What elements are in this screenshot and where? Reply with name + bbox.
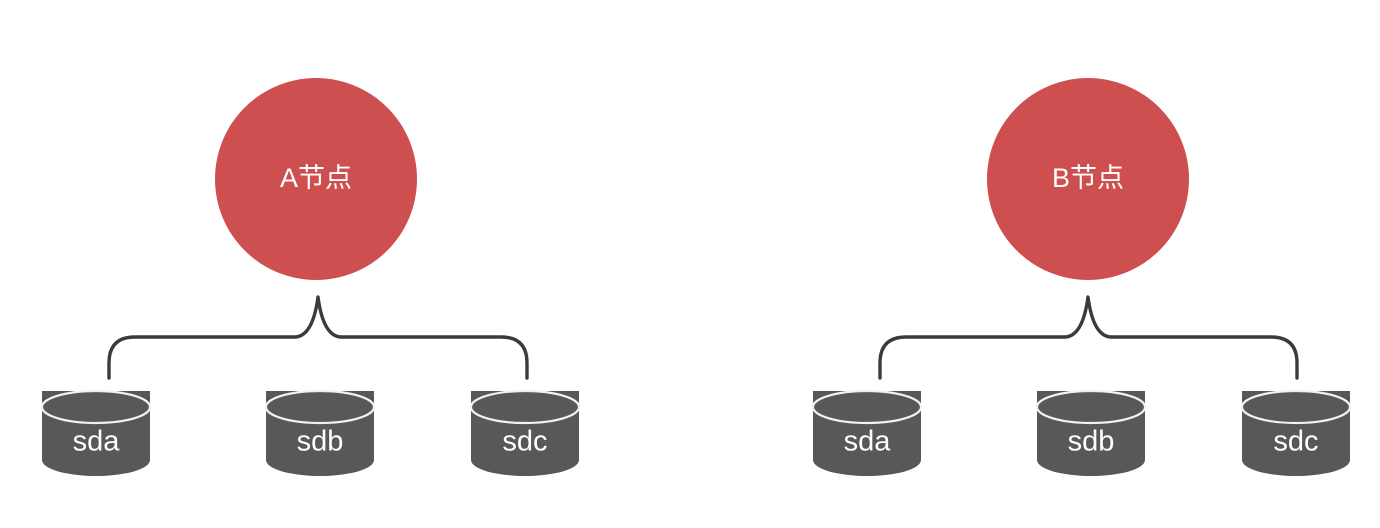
group-b-disk-sda-label: sda	[844, 426, 892, 458]
group-a-disk-sdb[interactable]: sdb	[264, 389, 376, 476]
group-b-brace-connector	[878, 295, 1299, 380]
group-b-disk-sda[interactable]: sda	[811, 389, 923, 476]
group-b-disk-sdb-top	[1035, 389, 1147, 425]
group-a-disk-sdc[interactable]: sdc	[469, 389, 581, 476]
group-b-disk-sdb[interactable]: sdb	[1035, 389, 1147, 476]
group-b-disk-sdc[interactable]: sdc	[1240, 389, 1352, 476]
group-a-brace-connector	[107, 295, 529, 380]
group-a-disk-sdc-label: sdc	[502, 426, 547, 458]
group-a-disk-sdc-top	[469, 389, 581, 425]
group-a-disk-sda-top	[40, 389, 152, 425]
group-b: B节点 sda sdb sdc	[811, 78, 1352, 476]
group-b-disk-sda-top	[811, 389, 923, 425]
group-b-disk-sdc-label: sdc	[1273, 426, 1318, 458]
group-a-node-label: A节点	[280, 163, 352, 193]
group-b-node-label: B节点	[1052, 163, 1124, 193]
group-a-disk-sdb-label: sdb	[297, 426, 344, 458]
group-b-node-circle[interactable]	[987, 78, 1189, 280]
group-b-disk-sdc-top	[1240, 389, 1352, 425]
group-a-disk-sda[interactable]: sda	[40, 389, 152, 476]
group-a: A节点 sda sdb sdc	[40, 78, 581, 476]
group-a-disk-sdb-top	[264, 389, 376, 425]
group-a-node-circle[interactable]	[215, 78, 417, 280]
group-a-disk-sda-label: sda	[73, 426, 121, 458]
group-b-disk-sdb-label: sdb	[1068, 426, 1115, 458]
